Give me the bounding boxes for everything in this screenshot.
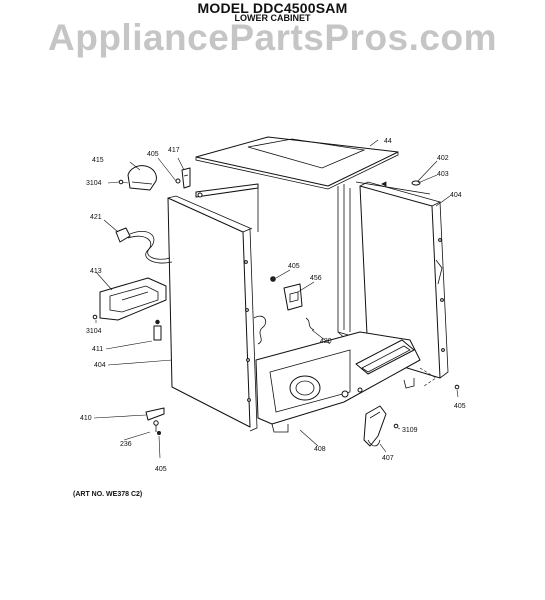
door-switch[interactable] — [118, 165, 157, 191]
thermal-fuse[interactable] — [153, 319, 162, 341]
cabinet-right-side-panel[interactable] — [359, 181, 449, 379]
callout-3104-bottom: 3104 — [86, 328, 102, 335]
callout-404-right: 404 — [450, 192, 462, 199]
side-cutout — [253, 315, 267, 345]
cabinet-base[interactable] — [255, 331, 437, 433]
top-front-rail[interactable] — [195, 183, 259, 198]
callout-411: 411 — [92, 346, 103, 353]
terminal-block-bracket[interactable] — [92, 277, 167, 321]
callout-405-right: 405 — [454, 403, 466, 410]
callout-403: 403 — [437, 171, 449, 178]
callout-leaders — [93, 139, 459, 459]
art-number: (ART NO. WE378 C2) — [73, 491, 143, 498]
switch-bracket[interactable] — [175, 167, 191, 189]
callout-421: 421 — [90, 214, 102, 221]
callout-415: 415 — [92, 157, 104, 164]
callout-236: 236 — [120, 441, 132, 448]
callout-404-left: 404 — [94, 362, 106, 369]
callout-410: 410 — [80, 415, 92, 422]
callout-408: 408 — [314, 446, 326, 453]
wire-harness[interactable] — [305, 317, 315, 331]
callout-3109: 3109 — [402, 427, 418, 434]
mounting-bracket[interactable] — [270, 276, 303, 311]
watermark-text: AppliancePartsPros.com — [48, 17, 497, 58]
callout-456: 456 — [310, 275, 322, 282]
callout-3104-top: 3104 — [86, 180, 102, 187]
model-title: MODEL DDC4500SAM — [197, 0, 348, 16]
section-title: LOWER CABINET — [234, 13, 311, 23]
top-screws[interactable] — [381, 180, 460, 390]
callout-417: 417 — [168, 147, 180, 154]
callout-44: 44 — [384, 138, 392, 145]
cabinet-left-side-panel[interactable] — [167, 195, 258, 432]
callout-405-bottom: 405 — [155, 466, 167, 473]
callout-405-bracket: 405 — [288, 263, 300, 270]
power-cord[interactable] — [115, 227, 173, 264]
top-panel[interactable] — [195, 136, 399, 190]
leveling-leg[interactable] — [145, 407, 165, 435]
callout-405-switch: 405 — [147, 151, 159, 158]
callout-407: 407 — [382, 455, 394, 462]
drive-motor-switch[interactable] — [363, 405, 399, 447]
callout-420: 420 — [320, 338, 332, 345]
callout-413: 413 — [90, 268, 102, 275]
callout-402: 402 — [437, 155, 449, 162]
